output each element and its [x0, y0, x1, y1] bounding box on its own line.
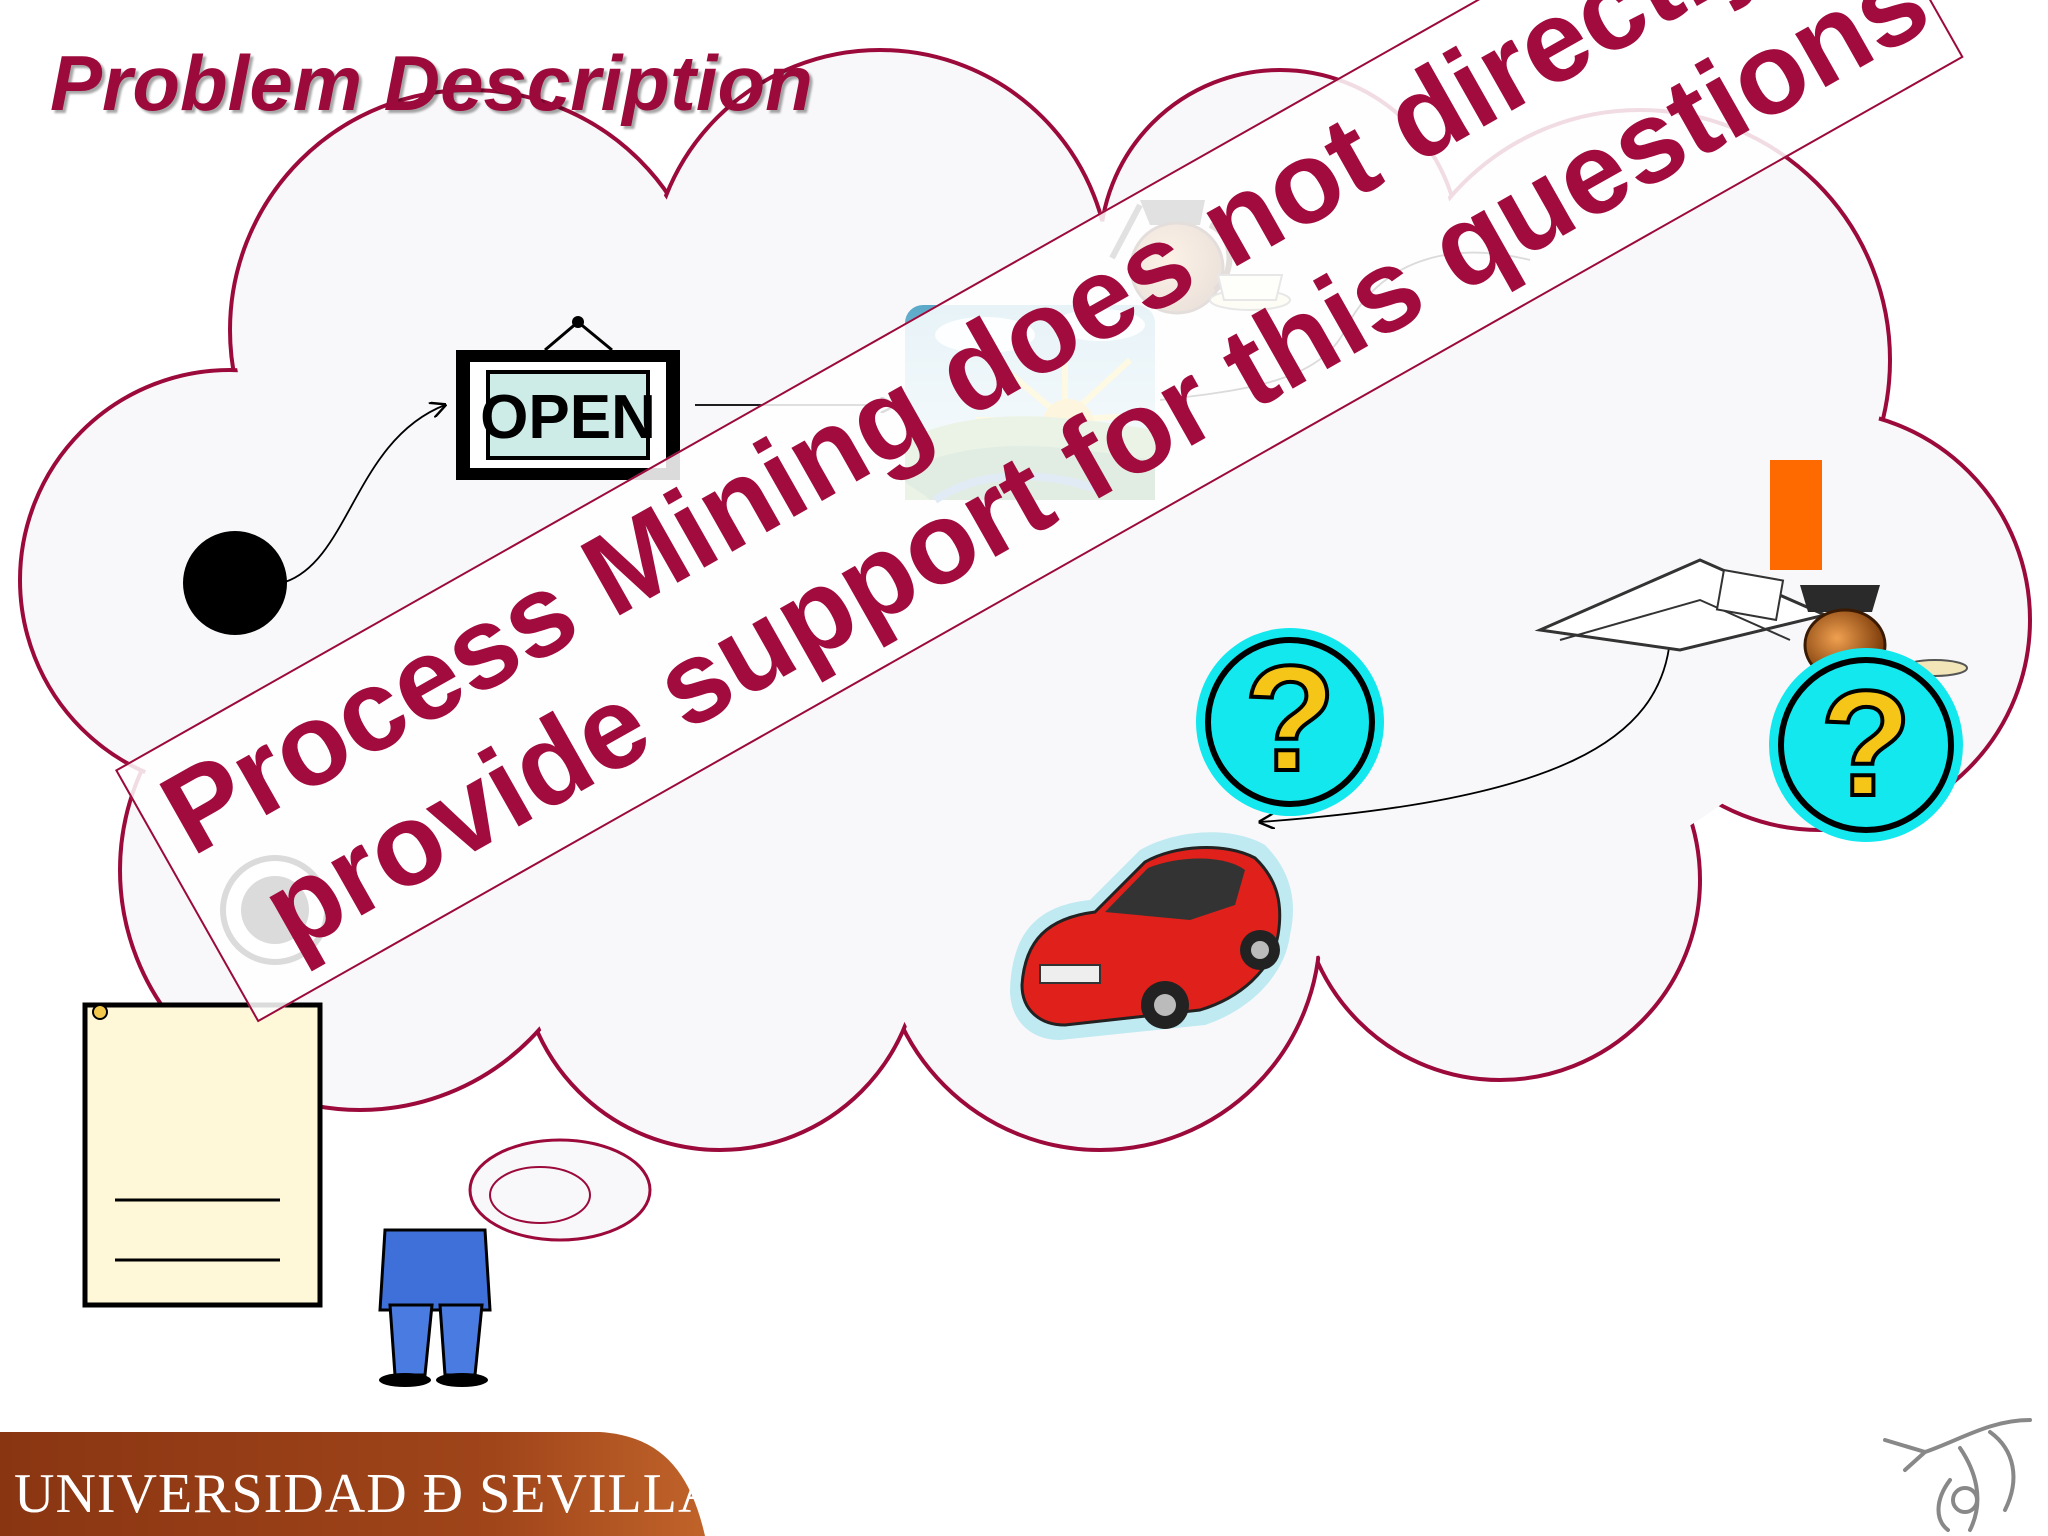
clipboard-icon — [82, 1002, 323, 1308]
svg-text:OPEN: OPEN — [480, 383, 656, 452]
question-icon: ? — [1196, 628, 1384, 816]
university-logo-icon — [1883, 1418, 2032, 1532]
question-icon-2: ? — [1769, 648, 1963, 842]
businessman-icon — [378, 1228, 492, 1387]
svg-text:?: ? — [1820, 659, 1912, 827]
start-node-icon — [183, 531, 287, 635]
slide-title: Problem Description — [50, 39, 813, 127]
footer-university-name: UNIVERSIDAD Ð SEVILLA — [14, 1463, 720, 1525]
svg-text:?: ? — [1244, 634, 1336, 802]
footer-banner — [0, 1432, 705, 1536]
car-icon — [1010, 832, 1293, 1040]
open-sign-icon: OPEN — [456, 316, 680, 480]
